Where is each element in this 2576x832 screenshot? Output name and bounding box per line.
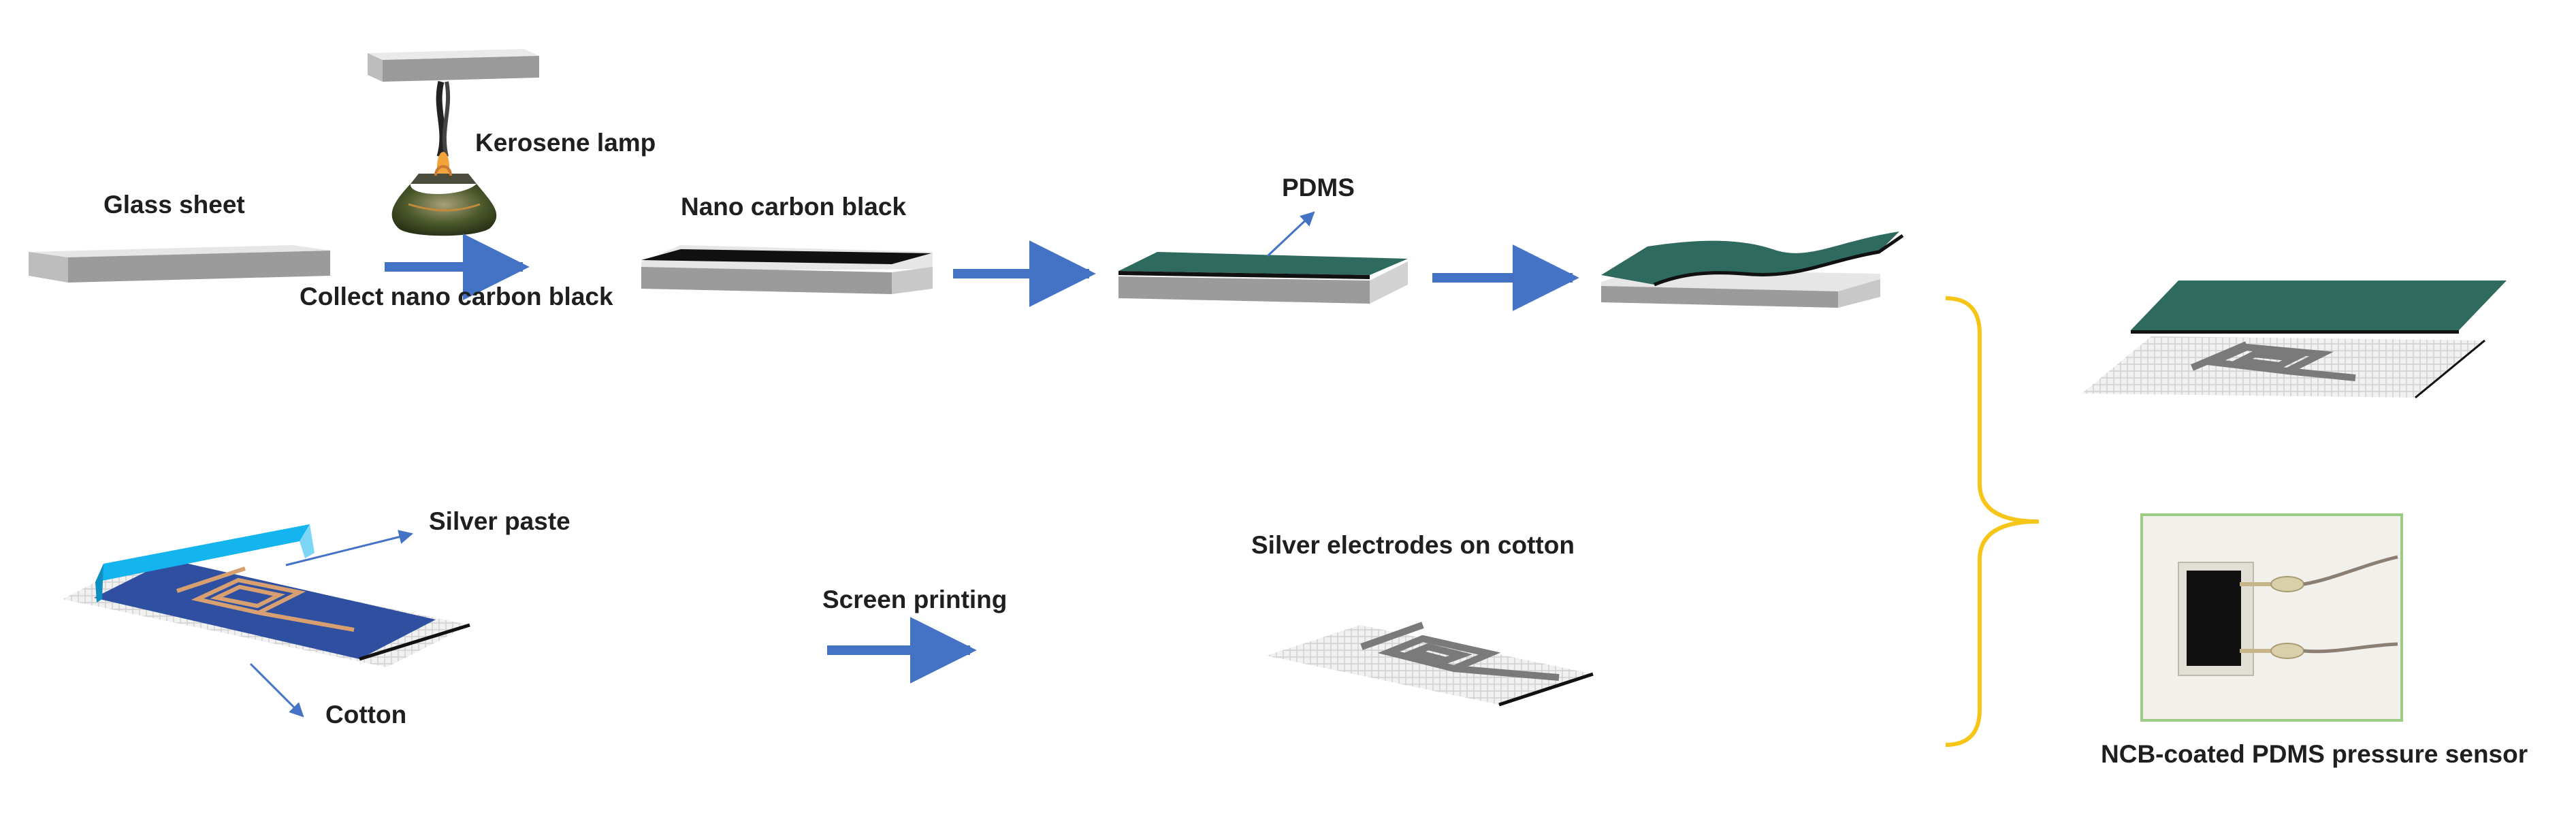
label-screen-printing: Screen printing [822, 586, 1007, 613]
sensor-photo [2140, 513, 2403, 722]
pointer-pdms [1266, 211, 1315, 257]
kerosene-lamp-icon [368, 49, 539, 236]
label-pdms: PDMS [1282, 174, 1355, 202]
combine-brace [1945, 296, 2040, 747]
screen-printing-setup [63, 524, 470, 667]
carbon-coated-glass [641, 245, 933, 294]
glass-sheet [29, 245, 330, 283]
peeled-pdms-film [1601, 231, 1904, 308]
label-nano-carbon-black: Nano carbon black [681, 193, 906, 221]
pointer-cotton [249, 662, 304, 718]
label-cotton: Cotton [325, 701, 406, 729]
label-glass-sheet: Glass sheet [103, 191, 245, 219]
electrode-pattern-icon [176, 566, 355, 632]
label-kerosene-lamp: Kerosene lamp [475, 129, 656, 157]
exploded-assembly [2082, 281, 2507, 399]
silver-electrodes-on-cotton [1266, 622, 1594, 707]
label-silver-paste: Silver paste [429, 507, 570, 535]
label-sensor: NCB-coated PDMS pressure sensor [2101, 740, 2528, 768]
label-silver-electrodes-on-cotton: Silver electrodes on cotton [1251, 531, 1575, 559]
pdms-coated-glass [1118, 252, 1408, 304]
pointer-silver-paste [285, 530, 414, 566]
label-collect-nano-carbon-black: Collect nano carbon black [300, 283, 613, 310]
squeegee-icon [95, 524, 315, 603]
